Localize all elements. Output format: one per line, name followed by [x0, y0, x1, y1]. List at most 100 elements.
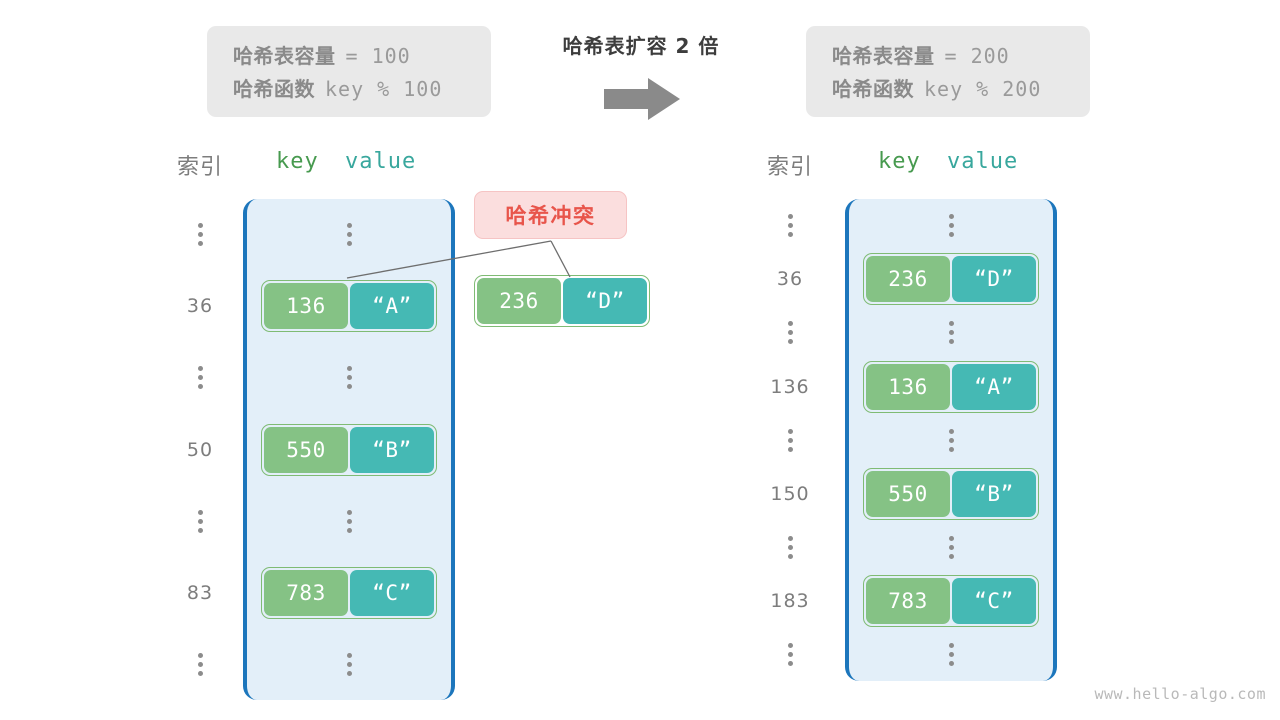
- bucket-ellipsis: [247, 199, 451, 271]
- bucket-ellipsis: [849, 306, 1053, 360]
- function-label-after: 哈希函数: [832, 77, 914, 101]
- ellipsis-icon: [346, 223, 352, 247]
- ellipsis-icon: [787, 214, 793, 238]
- index-ellipsis: [197, 629, 203, 701]
- ellipsis-icon: [197, 366, 203, 390]
- ellipsis-icon: [948, 643, 954, 667]
- bucket-ellipsis: [247, 485, 451, 557]
- entry-key: 783: [866, 577, 950, 624]
- ellipsis-icon: [787, 535, 793, 559]
- ellipsis-icon: [787, 321, 793, 345]
- ellipsis-icon: [197, 652, 203, 676]
- entry-pair: 783“C”: [261, 566, 437, 619]
- entry-value: “C”: [350, 569, 434, 616]
- ellipsis-icon: [787, 643, 793, 667]
- entry-key: 236: [866, 256, 950, 303]
- header-index-after: 索引: [766, 155, 813, 180]
- function-value-before: key % 100: [325, 77, 443, 101]
- capacity-line-before: 哈希表容量 = 100: [233, 40, 465, 73]
- ellipsis-icon: [346, 366, 352, 390]
- entry-key: 136: [264, 283, 348, 330]
- ellipsis-icon: [787, 428, 793, 452]
- header-index-before: 索引: [176, 155, 223, 180]
- bucket-ellipsis: [849, 628, 1053, 682]
- entry-pair: 136“A”: [261, 280, 437, 333]
- ellipsis-icon: [197, 509, 203, 533]
- index-label-36: 36: [186, 295, 214, 318]
- ellipsis-icon: [948, 321, 954, 345]
- entry-value: “B”: [952, 470, 1036, 517]
- entry-pair: 783“C”: [863, 574, 1039, 627]
- capacity-label-after: 哈希表容量: [832, 44, 935, 68]
- entry-value: “A”: [350, 283, 434, 330]
- index-ellipsis: [787, 199, 793, 253]
- ellipsis-icon: [346, 652, 352, 676]
- hash-table-info-after: 哈希表容量 = 200 哈希函数 key % 200: [806, 26, 1090, 117]
- index-label-136: 136: [770, 375, 810, 398]
- index-label-150: 150: [770, 482, 810, 505]
- bucket-array-before: 136“A” 550“B” 783“C”: [243, 199, 455, 701]
- function-label-before: 哈希函数: [233, 77, 315, 101]
- index-ellipsis: [197, 485, 203, 557]
- index-ellipsis: [787, 306, 793, 360]
- function-line-after: 哈希函数 key % 200: [832, 73, 1064, 106]
- index-ellipsis: [197, 199, 203, 271]
- header-key-after: key: [878, 149, 921, 174]
- entry-key: 550: [866, 470, 950, 517]
- bucket-entry-36: 236“D”: [849, 253, 1053, 307]
- index-column-after: 36 136 150 183: [760, 199, 820, 681]
- floating-entry-key: 236: [477, 278, 561, 324]
- entry-key: 136: [866, 363, 950, 410]
- transform-caption: 哈希表扩容 2 倍: [562, 34, 720, 58]
- function-value-after: key % 200: [924, 77, 1042, 101]
- connector-to-colliding-entry: [550, 240, 571, 278]
- index-ellipsis: [787, 521, 793, 575]
- entry-key: 783: [264, 569, 348, 616]
- ellipsis-icon: [948, 535, 954, 559]
- watermark: www.hello-algo.com: [1094, 685, 1266, 703]
- header-value-after: value: [947, 149, 1019, 174]
- ellipsis-icon: [346, 509, 352, 533]
- index-label-83: 83: [186, 581, 214, 604]
- capacity-value-after: = 200: [944, 44, 1010, 68]
- entry-value: “B”: [350, 426, 434, 473]
- header-key-before: key: [276, 149, 319, 174]
- index-ellipsis: [197, 342, 203, 414]
- capacity-value-before: = 100: [345, 44, 411, 68]
- entry-value: “D”: [952, 256, 1036, 303]
- bucket-entry-150: 550“B”: [849, 467, 1053, 521]
- floating-entry-value: “D”: [563, 278, 647, 324]
- entry-value: “A”: [952, 363, 1036, 410]
- bucket-entry-136: 136“A”: [849, 360, 1053, 414]
- function-line-before: 哈希函数 key % 100: [233, 73, 465, 106]
- bucket-entry-36: 136“A”: [247, 271, 451, 343]
- entry-pair: 136“A”: [863, 360, 1039, 413]
- floating-entry-pair: 236 “D”: [474, 275, 650, 327]
- collision-badge: 哈希冲突: [474, 191, 627, 239]
- bucket-ellipsis: [849, 521, 1053, 575]
- bucket-entry-183: 783“C”: [849, 574, 1053, 628]
- entry-pair: 550“B”: [261, 423, 437, 476]
- ellipsis-icon: [948, 214, 954, 238]
- entry-key: 550: [264, 426, 348, 473]
- bucket-ellipsis: [247, 342, 451, 414]
- bucket-ellipsis: [849, 199, 1053, 253]
- entry-value: “C”: [952, 577, 1036, 624]
- index-label-50: 50: [186, 438, 214, 461]
- hash-table-info-before: 哈希表容量 = 100 哈希函数 key % 100: [207, 26, 491, 117]
- index-label-36: 36: [776, 268, 804, 291]
- capacity-line-after: 哈希表容量 = 200: [832, 40, 1064, 73]
- index-column-before: 36 50 83: [170, 199, 230, 700]
- index-ellipsis: [787, 413, 793, 467]
- ellipsis-icon: [948, 428, 954, 452]
- header-value-before: value: [345, 149, 417, 174]
- arrow-right-icon: [604, 78, 680, 120]
- bucket-ellipsis: [247, 629, 451, 701]
- entry-pair: 236“D”: [863, 253, 1039, 306]
- bucket-array-after: 236“D” 136“A” 550“B” 783“C”: [845, 199, 1057, 682]
- index-label-183: 183: [770, 589, 810, 612]
- index-ellipsis: [787, 628, 793, 682]
- bucket-ellipsis: [849, 413, 1053, 467]
- bucket-entry-83: 783“C”: [247, 557, 451, 629]
